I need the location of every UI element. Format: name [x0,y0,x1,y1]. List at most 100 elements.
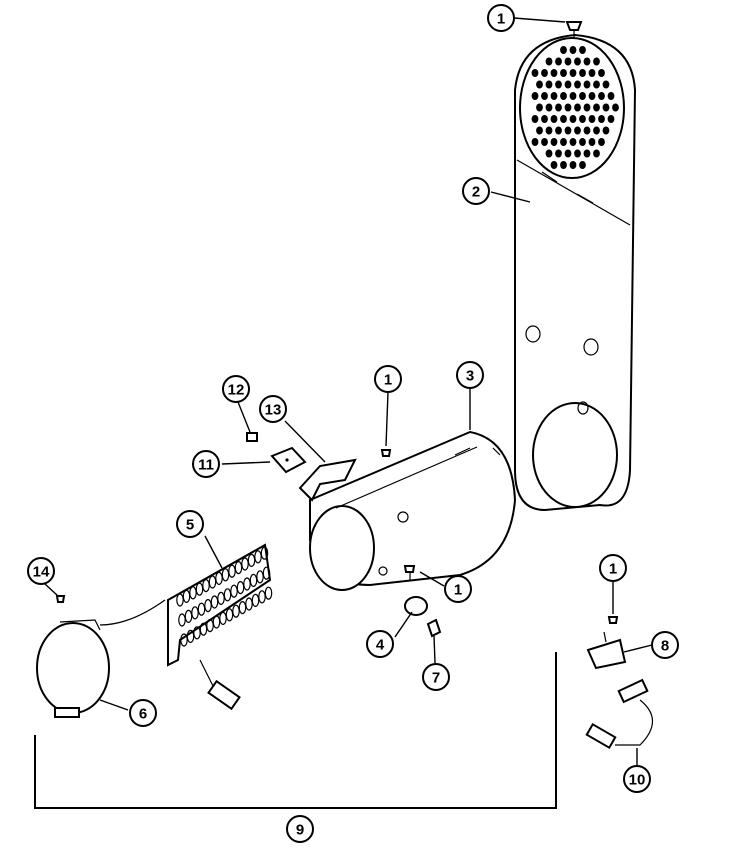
grille-hole [607,115,615,123]
coil-turn [264,586,273,600]
wire-harness [585,678,654,750]
screw-top [565,21,583,38]
cover-plate [270,446,307,474]
coil-turn [234,560,243,575]
grille-hole [574,126,581,135]
coil-turn [202,578,210,593]
coil-turn [189,586,197,600]
callout-circle [462,177,490,205]
grille-hole [579,92,586,100]
callout-c1-mid: 1 [374,365,402,393]
coil-turn [243,577,251,591]
callout-label: 1 [609,561,617,578]
grille-hole [550,115,558,123]
grille-hole [583,149,591,158]
thermal-fuse [586,631,627,670]
screw-14 [55,595,66,603]
coil-turn [254,550,262,564]
grille-hole [545,80,553,89]
grille-hole [593,57,600,66]
coil-turn [204,598,212,613]
callout-c14: 14 [27,557,55,585]
element-coils [176,546,273,647]
grille-hole [579,161,586,169]
grille-hole [607,92,615,100]
callout-label: 10 [629,772,646,789]
callout-circle [222,375,250,403]
callout-label: 13 [265,402,282,419]
coil-turn [195,582,204,596]
screw-low [403,565,416,580]
coil-turn [249,573,258,588]
callout-label: 12 [228,382,245,399]
grille-hole [550,69,558,77]
callout-circle [444,575,472,603]
callout-label: 14 [33,564,50,581]
callout-c1-right: 1 [599,554,627,582]
callout-c13: 13 [259,395,287,423]
coil-turn [208,575,217,589]
callout-circle [176,510,204,538]
heater-housing [309,430,517,591]
callout-c6: 6 [129,699,157,727]
grille-hole [555,126,562,135]
coil-turn [228,564,236,578]
callout-circle [286,815,314,843]
grille-hole [545,149,553,158]
screw-7 [426,618,442,638]
coil-turn [245,597,253,611]
callout-circle [259,395,287,423]
grille-hole [541,138,548,146]
callout-label: 9 [296,822,304,839]
grille-hole [541,69,548,77]
grille-hole [583,126,591,135]
coil-turn [247,553,256,568]
grille-hole [588,69,596,77]
coil-turn [232,604,240,618]
grille-hole [555,149,562,158]
grille-hole [564,126,572,135]
callout-label: 1 [454,582,462,599]
coil-turn [217,591,225,606]
coil-turn [221,568,230,582]
grille-hole [574,103,581,112]
callout-circle [599,554,627,582]
grille-hole [593,126,600,135]
callout-circle [456,361,484,389]
grille-hole [598,115,605,123]
coil-turn [212,615,221,629]
coil-turn [215,571,223,586]
grille-hole [545,126,553,135]
coil-turn [199,622,208,636]
coil-turn [236,580,245,595]
grille-hole [550,92,558,100]
grille-hole [612,103,619,112]
callout-c2: 2 [462,177,490,205]
grille-hole [574,80,581,89]
grille-hole [564,103,572,112]
grille-hole [560,115,567,123]
callout-circle [374,365,402,393]
grille-hole [579,46,586,54]
screw-right [607,616,619,624]
callout-label: 6 [139,706,147,723]
grille-hole [536,80,543,89]
coil-turn [193,626,201,640]
grille-hole [550,138,558,146]
callout-label: 4 [376,637,385,654]
grille-hole [536,126,543,135]
grille-hole [598,138,605,146]
callout-circle [623,765,651,793]
coil-turn [223,588,232,602]
grille-hole [598,92,605,100]
callout-c8: 8 [651,631,679,659]
grille-hole [569,115,577,123]
grille-hole [593,149,600,158]
grille-hole [545,103,553,112]
grille-hole [574,57,581,66]
coil-turn [176,593,184,607]
grille-hole [569,46,577,54]
bracket [298,458,357,502]
coil-turn [225,608,234,622]
coil-turn [230,584,238,598]
